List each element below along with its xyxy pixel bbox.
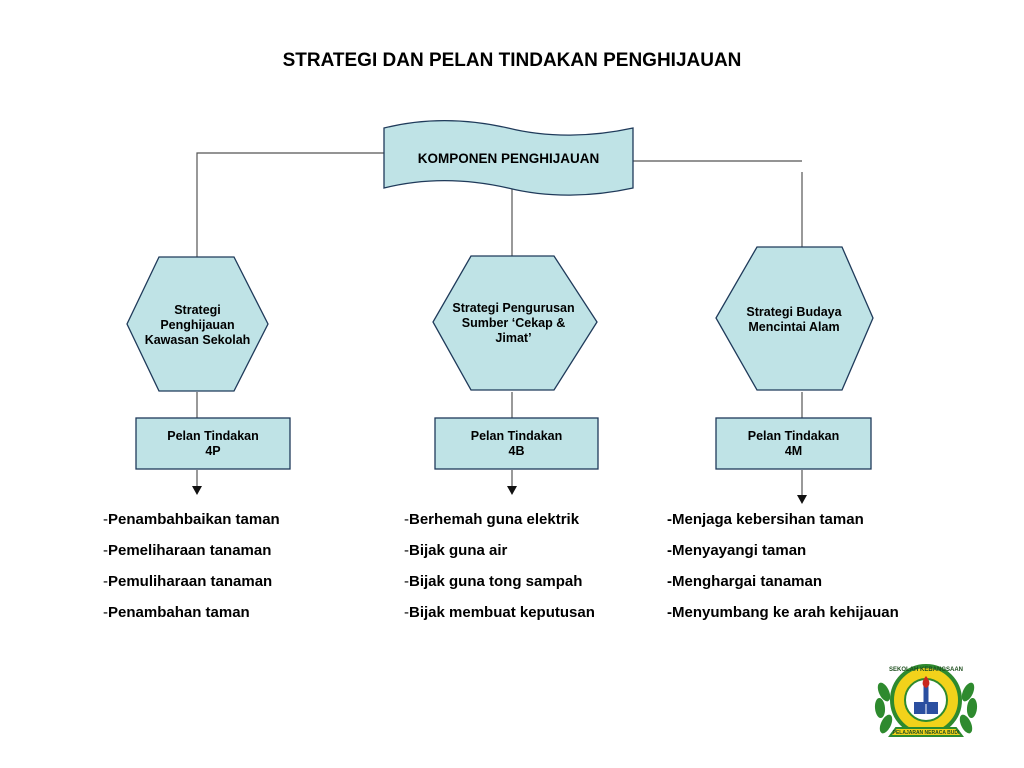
list-item: -Menyumbang ke arah kehijauan <box>667 604 899 621</box>
connectors <box>196 152 803 497</box>
crest-ribbon-text: PELAJARAN NERACA BUDI <box>893 730 960 736</box>
strategy-label-3: Strategi Budaya Mencintai Alam <box>746 305 842 334</box>
list-item: -Bijak membuat keputusan <box>404 604 595 621</box>
torch-icon <box>923 686 929 704</box>
plan-box-1 <box>135 417 291 470</box>
crest-ribbon <box>888 727 964 737</box>
list-item: -Pemuliharaan tanaman <box>103 573 273 590</box>
strategy-hexagon-3 <box>715 246 874 391</box>
list-item: -Bijak guna air <box>404 542 508 559</box>
page-title: STRATEGI DAN PELAN TINDAKAN PENGHIJAUAN <box>282 50 742 71</box>
crest-text-top: SEKOLAH KEBANGSAAN <box>889 667 963 673</box>
action-list-1: -Penambahbaikan taman -Pemeliharaan tana… <box>103 510 280 634</box>
plan-1-line1: Pelan Tindakan <box>167 429 259 443</box>
list-item: -Berhemah guna elektrik <box>404 511 580 528</box>
plan-box-2 <box>434 417 599 470</box>
root-banner-shape <box>383 119 634 196</box>
plan-label-1: Pelan Tindakan 4P <box>136 424 290 464</box>
root-label: KOMPONEN PENGHIJAUAN <box>417 150 600 166</box>
arrowhead-3 <box>797 495 807 504</box>
plan-2-line2: 4B <box>508 444 525 458</box>
strategy-hexagon-2 <box>432 255 598 391</box>
arrowheads <box>192 486 807 504</box>
school-crest-logo: SEKOLAH KEBANGSAAN PELAJARAN NERACA BUDI <box>874 664 978 737</box>
list-item: -Menjaga kebersihan taman <box>667 511 864 528</box>
action-list-3: -Menjaga kebersihan taman -Menyayangi ta… <box>667 510 899 634</box>
strategy-label-2: Strategi Pengurusan Sumber ‘Cekap & Jima… <box>452 300 575 345</box>
plan-box-3 <box>715 417 872 470</box>
laurel-wreath <box>874 682 978 734</box>
strategy-label-1: Strategi Penghijauan Kawasan Sekolah <box>144 302 251 347</box>
list-item: -Menyayangi taman <box>667 542 807 559</box>
arrowhead-1 <box>192 486 202 495</box>
list-item: -Penambahbaikan taman <box>103 511 280 528</box>
connector-root-left <box>196 152 384 258</box>
strategy-hexagon-1 <box>126 256 269 392</box>
plan-1-line2: 4P <box>205 444 221 458</box>
flame-icon <box>922 676 930 688</box>
plan-label-2: Pelan Tindakan 4B <box>435 424 598 464</box>
list-item: -Menghargai tanaman <box>667 573 823 590</box>
plan-3-line1: Pelan Tindakan <box>747 429 840 443</box>
action-list-2: -Berhemah guna elektrik -Bijak guna air … <box>404 510 595 634</box>
list-item: -Bijak guna tong sampah <box>404 573 583 590</box>
arrowhead-2 <box>507 486 517 495</box>
plan-2-line1: Pelan Tindakan <box>470 429 563 443</box>
plan-3-line2: 4M <box>784 444 803 458</box>
list-item: -Penambahan taman <box>103 604 250 621</box>
list-item: -Pemeliharaan tanaman <box>103 542 272 559</box>
plan-label-3: Pelan Tindakan 4M <box>716 424 871 464</box>
